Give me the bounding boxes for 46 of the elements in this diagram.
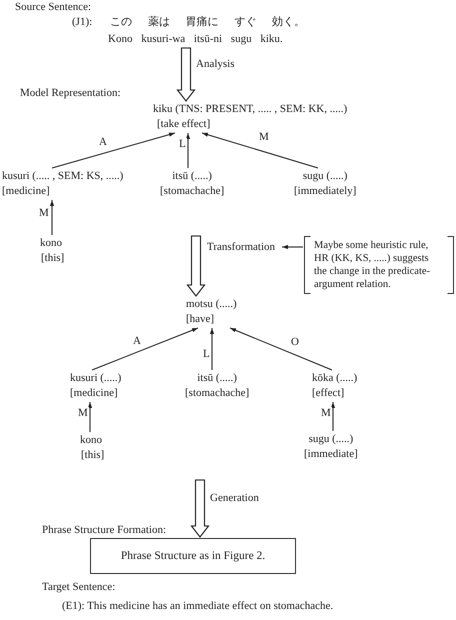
arrow: [88, 402, 92, 432]
term-label: kono: [80, 433, 103, 448]
arrow: [230, 328, 332, 370]
step-label: Analysis: [195, 58, 236, 71]
romanized-sentence: Kono kusuri-wa itsū-ni sugu kiku.: [108, 32, 284, 47]
gloss-label: [stomachache]: [160, 184, 224, 199]
term-label: motsu (.....): [186, 297, 237, 312]
section-heading: Source Sentence:: [15, 0, 92, 14]
term-label: kusuri (..... , SEM: KS, .....): [2, 169, 124, 184]
gloss-label: [have]: [186, 312, 216, 327]
term-label: itsū (.....): [196, 371, 238, 386]
hollow-arrow: [190, 479, 210, 538]
term-label: sugu (.....): [308, 432, 354, 447]
gloss-label: [medicine]: [70, 386, 119, 401]
term-label: kōka (.....): [312, 371, 358, 386]
arrow: [186, 132, 190, 168]
arrow: [202, 132, 318, 168]
arrow: [330, 402, 336, 432]
gloss-label: [immediately]: [294, 184, 356, 199]
note-text: Maybe some heuristic rule, HR (KK, KS, .....) suggests the change in the predicate-argument relation.: [314, 239, 432, 291]
term-label: kiku (TNS: PRESENT, ..... , SEM: KK, .....): [153, 102, 348, 117]
hollow-arrow: [176, 47, 196, 102]
term-label: sugu (.....): [302, 169, 348, 184]
arrow: [50, 200, 54, 236]
text-box: Phrase Structure as in Figure 2.: [90, 538, 296, 574]
gloss-label: [immediate]: [304, 447, 358, 462]
term-label: itsū (.....): [171, 169, 213, 184]
section-heading: Target Sentence:: [42, 580, 116, 594]
hollow-arrow: [186, 235, 206, 297]
gloss-label: [stomachache]: [185, 386, 250, 401]
term-label: kusuri (.....): [70, 371, 122, 386]
arrow: [52, 132, 176, 168]
target-sentence: (E1): This medicine has an immediate effect on stomachache.: [62, 599, 334, 613]
section-heading: Phrase Structure Formation:: [42, 523, 166, 537]
example-number: (J1):: [72, 15, 92, 30]
gloss-label: [medicine]: [2, 184, 51, 199]
arrow: [92, 328, 198, 370]
term-label: kono: [40, 236, 63, 251]
section-heading: Model Representation:: [20, 86, 121, 100]
gloss-label: [take effect]: [156, 117, 212, 132]
gloss-label: [this]: [40, 251, 64, 266]
arrow: [282, 244, 304, 250]
gloss-label: [effect]: [312, 386, 346, 401]
gloss-label: [this]: [80, 448, 104, 463]
arrow: [210, 328, 214, 370]
japanese-sentence: この 薬は 胃痛に すぐ 効く。: [110, 15, 306, 30]
